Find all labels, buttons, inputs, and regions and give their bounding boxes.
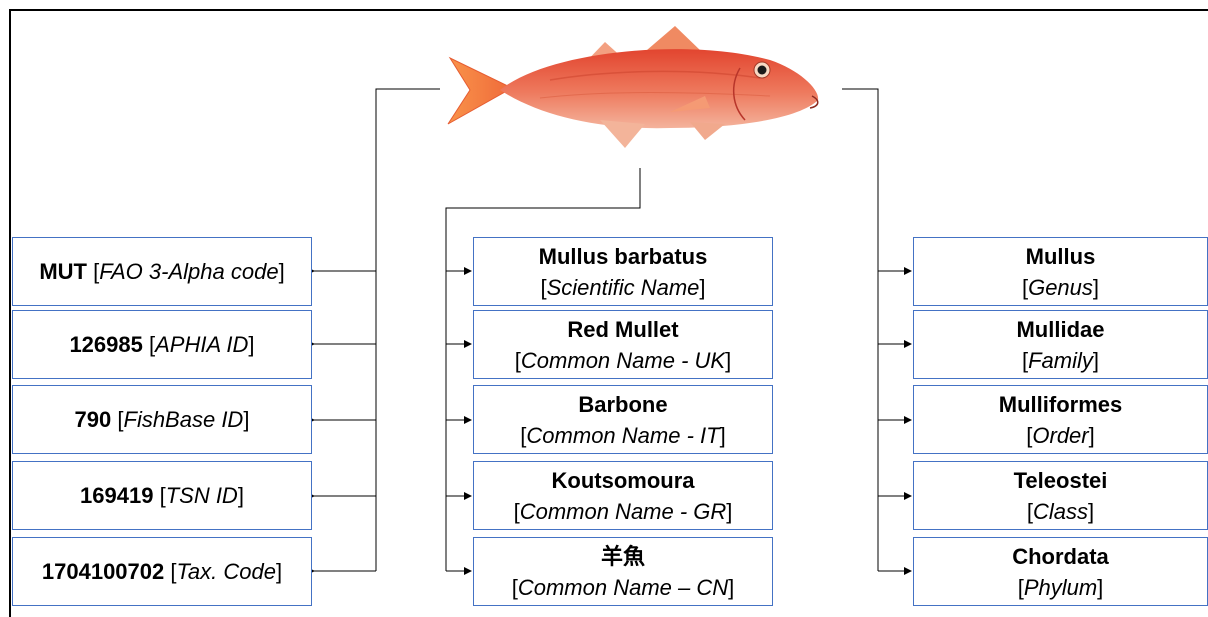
taxon-rank: Family bbox=[1028, 348, 1093, 373]
taxon-value: Mullus bbox=[1026, 241, 1096, 272]
name-value: Barbone bbox=[578, 389, 667, 420]
taxon-value: Teleostei bbox=[1014, 465, 1108, 496]
name-value: Red Mullet bbox=[567, 314, 678, 345]
identifier-value: 126985 bbox=[69, 329, 142, 360]
identifier-value: 790 bbox=[75, 404, 112, 435]
identifier-value: 169419 bbox=[80, 480, 153, 511]
name-box-cn: 羊魚 [Common Name – CN] bbox=[473, 537, 773, 606]
identifier-box-fao: MUT [FAO 3-Alpha code] bbox=[12, 237, 312, 306]
identifier-box-taxcode: 1704100702 [Tax. Code] bbox=[12, 537, 312, 606]
name-label: Common Name - GR bbox=[520, 499, 727, 524]
name-value: Koutsomoura bbox=[552, 465, 695, 496]
identifier-label: FishBase ID bbox=[124, 404, 244, 435]
taxon-rank: Genus bbox=[1028, 275, 1093, 300]
identifier-box-tsn: 169419 [TSN ID] bbox=[12, 461, 312, 530]
identifier-box-aphia: 126985 [APHIA ID] bbox=[12, 310, 312, 379]
taxonomy-box-phylum: Chordata [Phylum] bbox=[913, 537, 1208, 606]
name-label: Scientific Name bbox=[547, 275, 700, 300]
name-value: 羊魚 bbox=[601, 541, 645, 572]
name-box-scientific: Mullus barbatus [Scientific Name] bbox=[473, 237, 773, 306]
name-value: Mullus barbatus bbox=[539, 241, 708, 272]
taxon-value: Mulliformes bbox=[999, 389, 1122, 420]
taxon-value: Mullidae bbox=[1016, 314, 1104, 345]
identifier-value: 1704100702 bbox=[42, 556, 164, 587]
name-box-it: Barbone [Common Name - IT] bbox=[473, 385, 773, 454]
name-box-gr: Koutsomoura [Common Name - GR] bbox=[473, 461, 773, 530]
name-label: Common Name - UK bbox=[521, 348, 725, 373]
identifier-label: TSN ID bbox=[166, 480, 238, 511]
identifier-label: Tax. Code bbox=[176, 556, 275, 587]
taxonomy-box-family: Mullidae [Family] bbox=[913, 310, 1208, 379]
identifier-label: FAO 3-Alpha code bbox=[99, 259, 278, 284]
taxonomy-box-class: Teleostei [Class] bbox=[913, 461, 1208, 530]
taxon-rank: Class bbox=[1033, 499, 1088, 524]
name-label: Common Name - IT bbox=[526, 423, 719, 448]
identifier-value: MUT bbox=[39, 259, 87, 284]
identifier-box-fishbase: 790 [FishBase ID] bbox=[12, 385, 312, 454]
taxonomy-box-genus: Mullus [Genus] bbox=[913, 237, 1208, 306]
name-label: Common Name – CN bbox=[518, 575, 728, 600]
identifier-label: APHIA ID bbox=[155, 329, 248, 360]
name-box-uk: Red Mullet [Common Name - UK] bbox=[473, 310, 773, 379]
taxon-rank: Order bbox=[1032, 423, 1088, 448]
taxon-rank: Phylum bbox=[1024, 575, 1097, 600]
taxonomy-box-order: Mulliformes [Order] bbox=[913, 385, 1208, 454]
taxon-value: Chordata bbox=[1012, 541, 1109, 572]
